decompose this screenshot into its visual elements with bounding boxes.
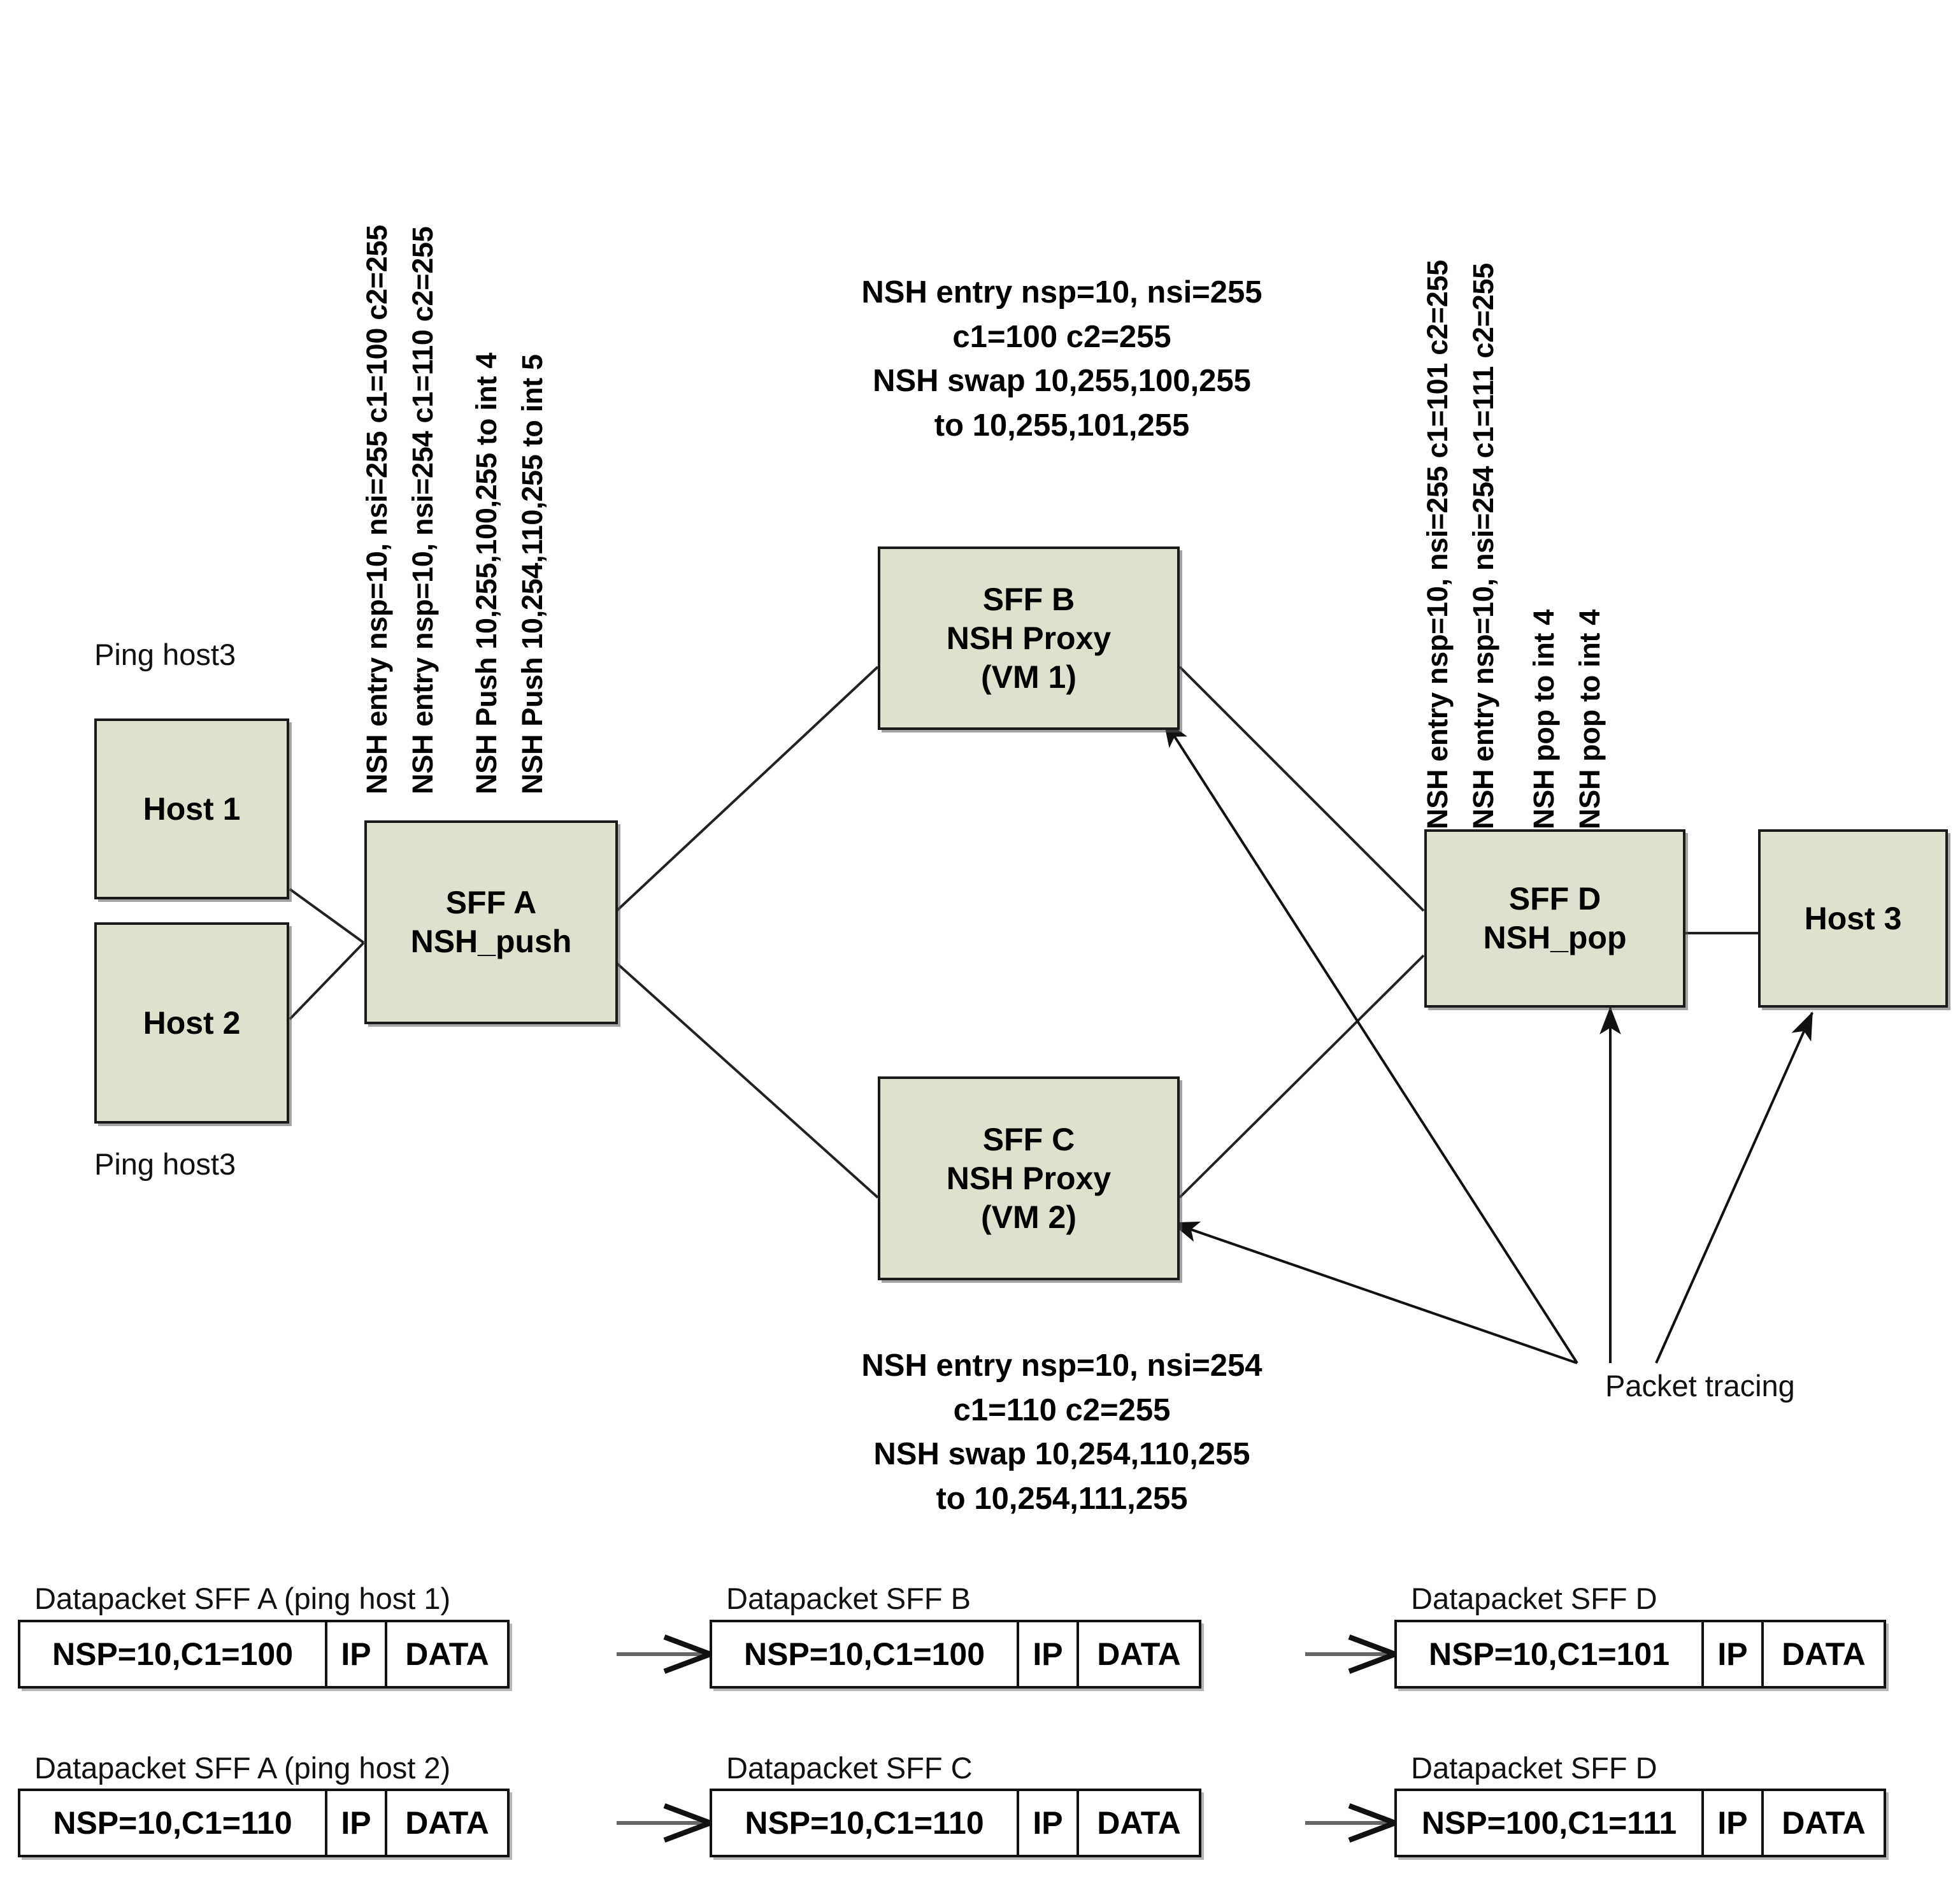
trace-arrow-to-host3: [1655, 1011, 1813, 1364]
note-bottom-line-1: NSH entry nsp=10, nsi=254: [861, 1348, 1263, 1383]
rot-label-left-2: NSH entry nsp=10, nsi=254 c1=110 c2=255: [406, 226, 439, 794]
note-bottom-line-2: c1=110 c2=255: [953, 1392, 1171, 1427]
packet-nsp-cell-r1c2: NSP=10,C1=100: [710, 1620, 1019, 1689]
edge-host2-sffa: [289, 941, 365, 1020]
node-sff-a[interactable]: SFF A NSH_push: [364, 820, 618, 1024]
node-sff-c-line-1: SFF C: [982, 1121, 1075, 1157]
node-sff-b[interactable]: SFF B NSH Proxy (VM 1): [878, 546, 1180, 730]
note-top-line-2: c1=100 c2=255: [952, 319, 1171, 354]
packet-ip-cell-r1c3: IP: [1701, 1620, 1764, 1689]
rot-label-left-3: NSH Push 10,255,100,255 to int 4: [470, 352, 503, 794]
packet-data-cell-r2c2: DATA: [1077, 1789, 1201, 1857]
packet-caption-r1c1: Datapacket SFF A (ping host 1): [34, 1582, 451, 1615]
node-host-1-label: Host 1: [143, 790, 241, 827]
packet-data-cell-r2c1: DATA: [385, 1789, 510, 1857]
packet-caption-r2c1: Datapacket SFF A (ping host 2): [34, 1751, 451, 1785]
edge-sffb-sffd: [1178, 666, 1425, 912]
packet-row-r2c2: NSP=10,C1=110 IP DATA: [710, 1789, 1201, 1857]
packet-nsp-cell-r1c3: NSP=10,C1=101: [1394, 1620, 1704, 1689]
note-bottom-sffc: NSH entry nsp=10, nsi=254 c1=110 c2=255 …: [817, 1344, 1307, 1521]
rot-label-right-1: NSH entry nsp=10, nsi=255 c1=101 c2=255: [1421, 260, 1454, 829]
packet-ip-cell-r2c2: IP: [1017, 1789, 1079, 1857]
rot-label-left-1: NSH entry nsp=10, nsi=255 c1=100 c2=255: [361, 225, 393, 794]
node-sff-b-line-2: NSH Proxy: [946, 620, 1112, 656]
note-bottom-line-4: to 10,254,111,255: [936, 1481, 1188, 1516]
packet-data-cell-r2c3: DATA: [1761, 1789, 1886, 1857]
packet-ip-cell-r1c2: IP: [1017, 1620, 1079, 1689]
rot-label-left-4: NSH Push 10,254,110,255 to int 5: [516, 354, 548, 794]
packet-caption-r1c2: Datapacket SFF B: [726, 1582, 971, 1615]
note-top-line-3: NSH swap 10,255,100,255: [873, 364, 1251, 399]
packet-ip-cell-r2c1: IP: [325, 1789, 387, 1857]
node-host-2[interactable]: Host 2: [94, 922, 289, 1124]
edge-sffa-sffb: [615, 666, 879, 912]
rot-label-right-2: NSH entry nsp=10, nsi=254 c1=111 c2=255: [1467, 263, 1499, 829]
edge-host1-sffa: [289, 888, 365, 944]
node-sff-b-line-1: SFF B: [982, 581, 1075, 617]
packet-caption-r1c3: Datapacket SFF D: [1411, 1582, 1657, 1615]
trace-arrow-to-sffc: [1171, 1221, 1578, 1364]
node-sff-d-line-1: SFF D: [1508, 881, 1601, 917]
node-sff-d[interactable]: SFF D NSH_pop: [1424, 829, 1685, 1008]
packet-row-r1c2: NSP=10,C1=100 IP DATA: [710, 1620, 1201, 1689]
node-host-3[interactable]: Host 3: [1758, 829, 1948, 1008]
packet-row-r1c1: NSP=10,C1=100 IP DATA: [18, 1620, 510, 1689]
note-top-sffb: NSH entry nsp=10, nsi=255 c1=100 c2=255 …: [817, 271, 1307, 448]
node-sff-d-line-2: NSH_pop: [1483, 920, 1627, 955]
node-sff-a-line-2: NSH_push: [410, 924, 572, 959]
node-sff-c-line-2: NSH Proxy: [946, 1160, 1112, 1196]
packet-data-cell-r1c1: DATA: [385, 1620, 510, 1689]
note-top-line-1: NSH entry nsp=10, nsi=255: [861, 275, 1263, 310]
packet-row-r1c3: NSP=10,C1=101 IP DATA: [1394, 1620, 1886, 1689]
packet-nsp-cell-r2c2: NSP=10,C1=110: [710, 1789, 1019, 1857]
packet-nsp-cell-r2c3: NSP=100,C1=111: [1394, 1789, 1704, 1857]
node-host-2-label: Host 2: [143, 1004, 241, 1041]
packet-row-r2c1: NSP=10,C1=110 IP DATA: [18, 1789, 510, 1857]
ping-host3-label-bottom: Ping host3: [94, 1147, 236, 1181]
packet-ip-cell-r2c3: IP: [1701, 1789, 1764, 1857]
note-top-line-4: to 10,255,101,255: [934, 408, 1190, 443]
packet-row-r2c3: NSP=100,C1=111 IP DATA: [1394, 1789, 1886, 1857]
edge-sffc-sffd: [1178, 954, 1425, 1199]
note-bottom-line-3: NSH swap 10,254,110,255: [873, 1437, 1250, 1472]
edge-sffa-sffc: [615, 962, 879, 1199]
packet-data-cell-r1c2: DATA: [1077, 1620, 1201, 1689]
node-sff-c[interactable]: SFF C NSH Proxy (VM 2): [878, 1076, 1180, 1280]
trace-arrow-to-sffb: [1162, 718, 1578, 1364]
packet-caption-r2c3: Datapacket SFF D: [1411, 1751, 1657, 1785]
packet-tracing-label: Packet tracing: [1605, 1369, 1795, 1403]
rot-label-right-4: NSH pop to int 4: [1573, 609, 1606, 829]
node-host-1[interactable]: Host 1: [94, 718, 289, 899]
ping-host3-label-top: Ping host3: [94, 638, 236, 671]
node-sff-a-line-1: SFF A: [445, 885, 537, 920]
packet-ip-cell-r1c1: IP: [325, 1620, 387, 1689]
packet-caption-r2c2: Datapacket SFF C: [726, 1751, 973, 1785]
node-host-3-label: Host 3: [1804, 900, 1902, 936]
rot-label-right-3: NSH pop to int 4: [1527, 609, 1560, 829]
packet-nsp-cell-r1c1: NSP=10,C1=100: [18, 1620, 327, 1689]
packet-data-cell-r1c3: DATA: [1761, 1620, 1886, 1689]
node-sff-b-line-3: (VM 1): [981, 659, 1077, 695]
node-sff-c-line-3: (VM 2): [981, 1199, 1077, 1235]
packet-nsp-cell-r2c1: NSP=10,C1=110: [18, 1789, 327, 1857]
